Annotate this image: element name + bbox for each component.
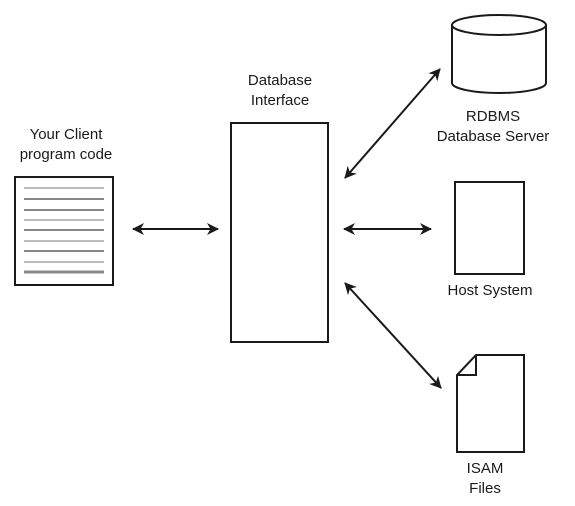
interface-label: Database Interface <box>220 71 340 111</box>
interface-rdbms-arrow <box>344 68 441 179</box>
client-label-line2: program code <box>19 146 113 163</box>
interface-isam-arrow <box>344 282 442 389</box>
client-label: Your Client program code <box>2 125 130 165</box>
client-document-icon <box>14 176 114 286</box>
interface-box <box>230 122 329 343</box>
host-label: Host System <box>425 281 555 301</box>
database-cylinder-icon <box>451 14 547 94</box>
rdbms-label-line1: RDBMS <box>465 108 521 125</box>
host-label-text: Host System <box>447 282 533 299</box>
interface-label-line1: Database <box>247 72 313 89</box>
rdbms-label: RDBMS Database Server <box>418 107 568 147</box>
isam-label-line2: Files <box>469 480 501 497</box>
interface-label-line2: Interface <box>250 92 310 109</box>
isam-label: ISAM Files <box>450 459 520 499</box>
isam-label-line1: ISAM <box>466 460 504 477</box>
rdbms-label-line2: Database Server <box>436 128 550 145</box>
isam-file-icon <box>456 354 525 453</box>
client-label-line1: Your Client <box>29 126 103 143</box>
host-system-box <box>454 181 525 275</box>
